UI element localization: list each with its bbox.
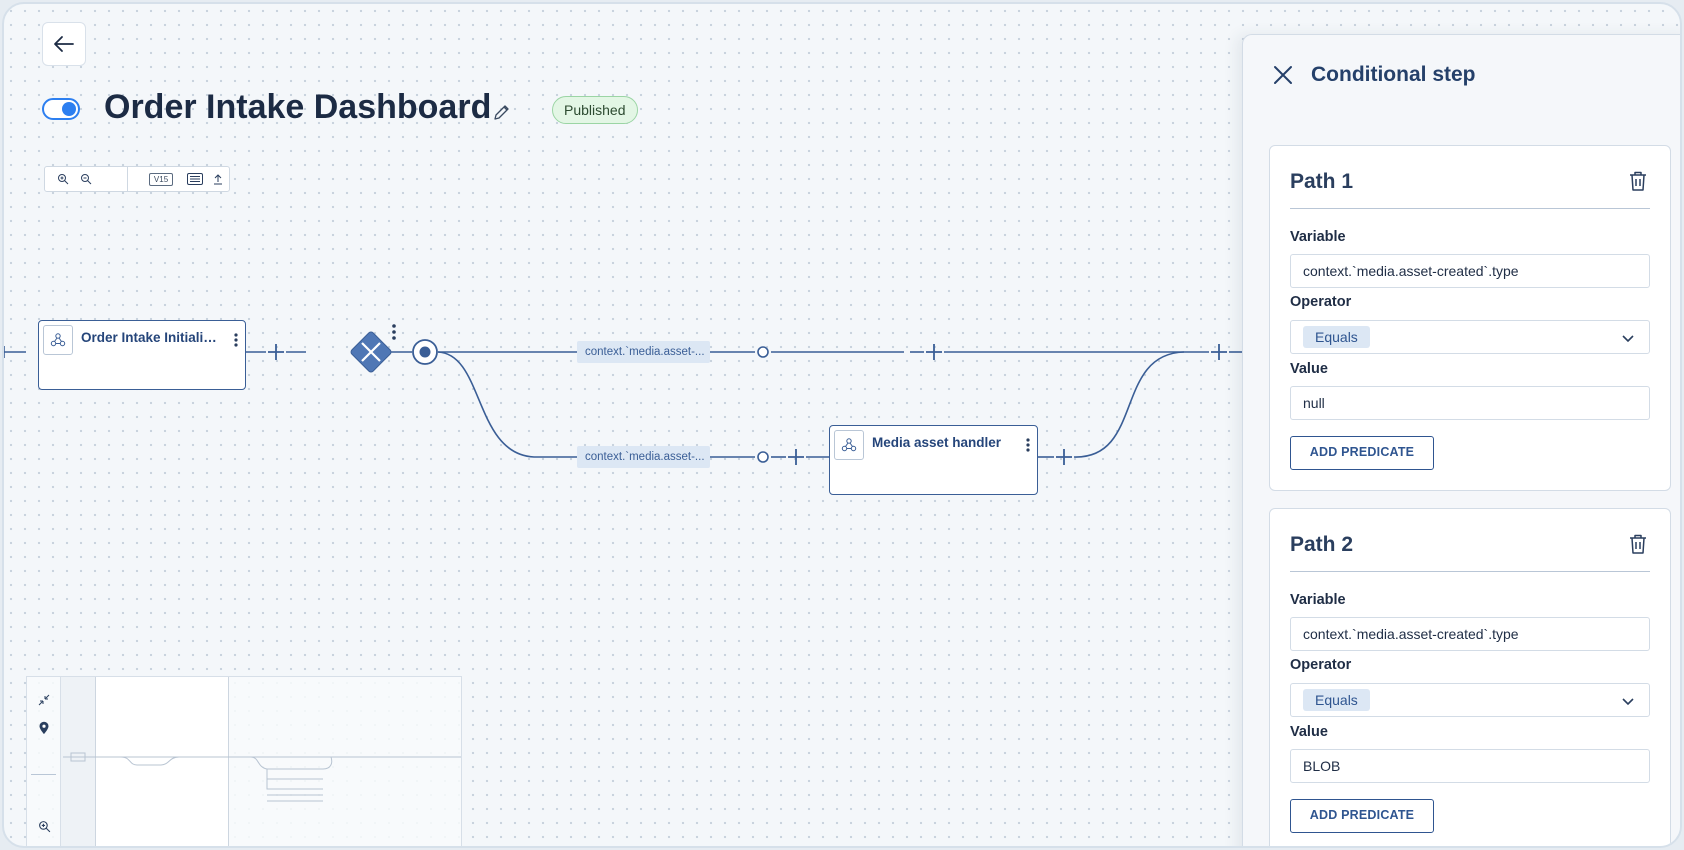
minimap-zoom-button[interactable] xyxy=(35,817,53,835)
zoom-in-button[interactable] xyxy=(51,167,74,191)
variable-label: Variable xyxy=(1290,229,1346,245)
version-button[interactable]: V15 xyxy=(140,167,183,191)
canvas-toolbar: V15 xyxy=(44,166,230,192)
pencil-icon xyxy=(494,105,509,120)
gateway-menu-icon xyxy=(392,324,396,340)
trash-icon xyxy=(1630,171,1646,191)
map-pin-icon xyxy=(39,721,49,734)
divider xyxy=(1290,571,1650,572)
close-icon xyxy=(1274,66,1292,84)
zoom-in-icon xyxy=(38,820,50,832)
branch-label-1[interactable]: context.`media.asset-... xyxy=(577,341,710,363)
add-step-icon xyxy=(268,344,284,360)
minimap-controls xyxy=(27,677,61,846)
operator-label: Operator xyxy=(1290,657,1352,673)
arrow-left-icon xyxy=(54,36,74,52)
edit-title-button[interactable] xyxy=(492,102,512,122)
list-icon xyxy=(187,173,204,185)
collapse-icon xyxy=(38,694,50,706)
minimap-preview xyxy=(63,752,461,802)
node-label: Media asset handler xyxy=(872,435,1002,450)
delete-path-button[interactable] xyxy=(1628,533,1648,555)
export-button[interactable] xyxy=(208,167,229,191)
conditional-step-panel: Conditional step Path 1 Variable context… xyxy=(1242,34,1680,846)
close-panel-button[interactable] xyxy=(1271,63,1295,87)
value-input[interactable]: BLOB xyxy=(1290,749,1650,783)
operator-chip: Equals xyxy=(1303,326,1370,348)
zoom-in-icon xyxy=(57,174,68,185)
value-input[interactable]: null xyxy=(1290,386,1650,420)
trash-icon xyxy=(1630,534,1646,554)
node-menu-icon[interactable] xyxy=(233,332,239,348)
variable-input[interactable]: context.`media.asset-created`.type xyxy=(1290,254,1650,288)
delete-path-button[interactable] xyxy=(1628,170,1648,192)
status-badge: Published xyxy=(552,96,638,124)
collapse-minimap-button[interactable] xyxy=(35,691,53,709)
locate-button[interactable] xyxy=(35,719,53,737)
operator-chip: Equals xyxy=(1303,689,1370,711)
minimap[interactable] xyxy=(26,676,462,846)
conditional-gateway-icon xyxy=(350,331,392,373)
toggle-knob xyxy=(62,102,76,116)
back-button[interactable] xyxy=(42,22,86,66)
branch-start-icon xyxy=(412,339,438,365)
branch-label-2[interactable]: context.`media.asset-... xyxy=(577,446,710,468)
list-view-button[interactable] xyxy=(182,167,207,191)
minimap-viewport[interactable] xyxy=(95,677,229,846)
operator-select[interactable]: Equals xyxy=(1290,683,1650,717)
webhook-icon xyxy=(43,325,73,355)
add-predicate-button[interactable]: ADD PREDICATE xyxy=(1290,436,1434,470)
branch-end-icon xyxy=(757,346,769,358)
variable-input[interactable]: context.`media.asset-created`.type xyxy=(1290,617,1650,651)
chevron-down-icon xyxy=(1622,335,1634,343)
operator-label: Operator xyxy=(1290,294,1352,310)
add-predicate-button[interactable]: ADD PREDICATE xyxy=(1290,799,1434,833)
zoom-out-icon xyxy=(80,174,92,185)
flow-canvas xyxy=(4,324,1244,465)
value-label: Value xyxy=(1290,724,1328,740)
node-menu-icon[interactable] xyxy=(1025,437,1031,453)
panel-title: Conditional step xyxy=(1311,63,1476,86)
upload-icon xyxy=(214,174,223,185)
published-toggle[interactable] xyxy=(42,98,80,120)
webhook-icon xyxy=(834,430,864,460)
zoom-slider[interactable] xyxy=(31,774,56,775)
chevron-down-icon xyxy=(1622,698,1634,706)
path-card-1: Path 1 Variable context.`media.asset-cre… xyxy=(1269,145,1671,491)
flow-node-media-asset-handler[interactable]: Media asset handler xyxy=(829,425,1038,495)
toolbar-divider xyxy=(126,167,128,191)
path-title: Path 1 xyxy=(1290,170,1354,193)
value-label: Value xyxy=(1290,361,1328,377)
node-label: Order Intake Initializa... xyxy=(81,330,223,345)
divider xyxy=(1290,208,1650,209)
flow-node-order-intake[interactable]: Order Intake Initializa... xyxy=(38,320,246,390)
version-badge: V15 xyxy=(148,172,174,186)
path-card-2: Path 2 Variable context.`media.asset-cre… xyxy=(1269,508,1671,846)
operator-select[interactable]: Equals xyxy=(1290,320,1650,354)
page-title: Order Intake Dashboard xyxy=(104,88,492,126)
zoom-out-button[interactable] xyxy=(74,167,97,191)
path-title: Path 2 xyxy=(1290,533,1354,556)
variable-label: Variable xyxy=(1290,592,1346,608)
